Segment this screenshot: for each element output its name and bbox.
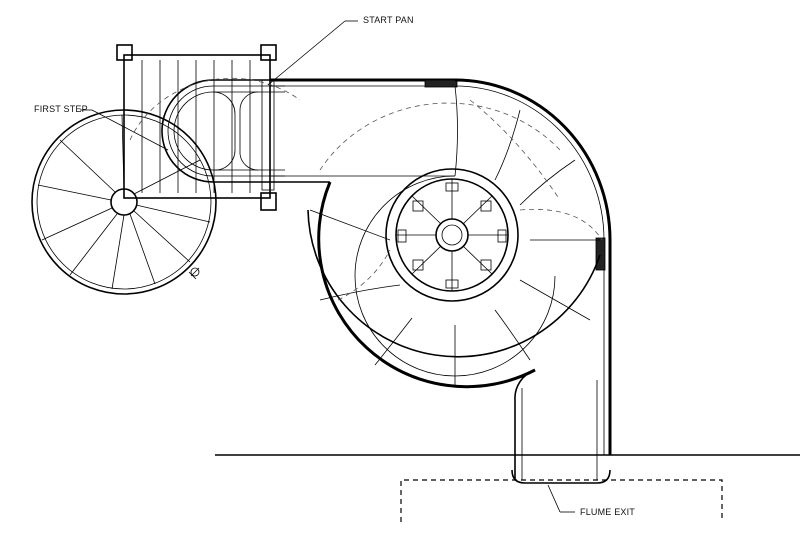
start-pan — [161, 79, 285, 183]
post-top-right — [260, 44, 277, 61]
slide-flume — [129, 77, 612, 484]
callout-flume-exit: FLUME EXIT — [547, 484, 635, 517]
platform-deck — [123, 54, 271, 199]
center-column — [385, 168, 519, 302]
helix-joint — [595, 237, 606, 271]
start-pan-joint — [424, 79, 458, 88]
post-bottom-right — [260, 192, 277, 211]
label-first-step: FIRST STEP — [34, 104, 88, 114]
callout-first-step: FIRST STEP — [34, 104, 169, 151]
splash-pool-outline — [400, 479, 723, 522]
label-flume-exit: FLUME EXIT — [580, 507, 635, 517]
column-bolt-rings — [397, 182, 507, 289]
post-mid-right — [261, 79, 275, 191]
post-top-left — [116, 44, 133, 61]
platform — [116, 44, 277, 211]
label-start-pan: START PAN — [363, 15, 414, 25]
callout-start-pan: START PAN — [267, 15, 414, 86]
stair-foot-post — [188, 267, 200, 280]
